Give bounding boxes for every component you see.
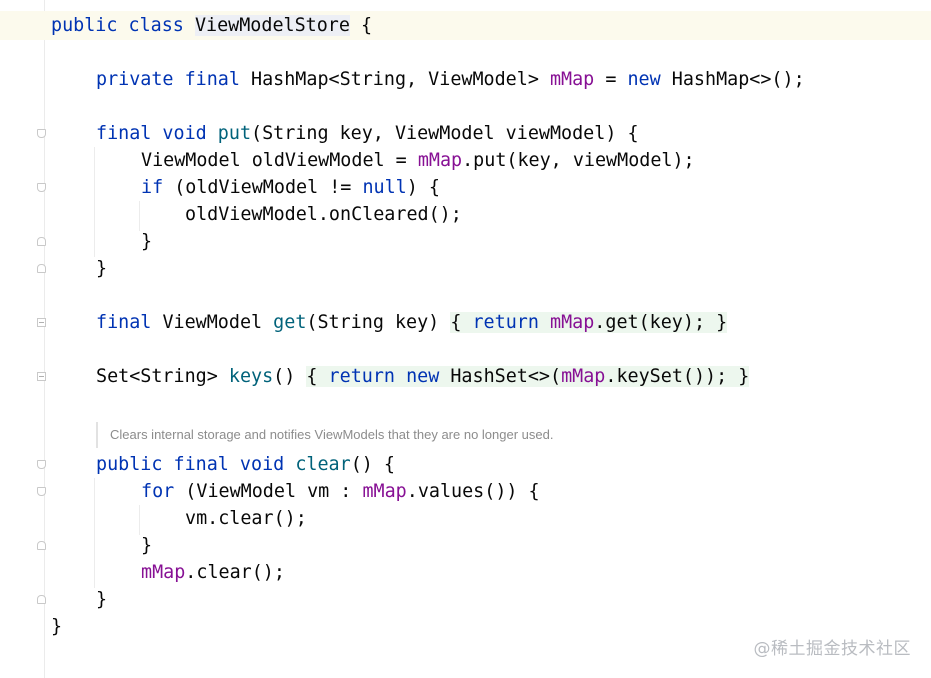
code-text: } (96, 589, 108, 610)
code-text: { (450, 312, 473, 333)
fold-expand-marker[interactable] (37, 318, 46, 327)
code-text: } (51, 616, 63, 637)
code-text: .put(key, viewModel); (462, 150, 695, 171)
code-text: (String key, ViewModel viewModel) { (251, 123, 639, 144)
code-line-14[interactable]: } (141, 532, 152, 559)
field-name: mMap (417, 150, 463, 171)
code-line-12[interactable]: for (ViewModel vm : mMap.values()) { (141, 478, 540, 505)
code-text: () { (350, 454, 395, 475)
code-line-17[interactable]: } (51, 613, 62, 640)
fold-marker[interactable] (37, 460, 46, 469)
code-text: Set<String> (96, 366, 229, 387)
indent-guide (94, 478, 95, 588)
code-line-6[interactable]: oldViewModel.onCleared(); (185, 201, 462, 228)
code-line-4[interactable]: ViewModel oldViewModel = mMap.put(key, v… (141, 147, 695, 174)
code-text: (String key) (306, 312, 451, 333)
code-line-15[interactable]: mMap.clear(); (141, 559, 285, 586)
code-line-1[interactable]: public class ViewModelStore { (51, 12, 372, 39)
field-name: mMap (362, 481, 407, 502)
code-line-5[interactable]: if (oldViewModel != null) { (141, 174, 440, 201)
code-text: oldViewModel.onCleared(); (185, 204, 462, 225)
fold-marker[interactable] (37, 541, 46, 550)
code-text: (ViewModel vm : (185, 481, 363, 502)
code-text: { (306, 366, 329, 387)
keyword: return (328, 366, 407, 387)
fold-marker[interactable] (37, 264, 46, 273)
editor-gutter (0, 0, 45, 678)
fold-marker[interactable] (37, 129, 46, 138)
method-name: keys (228, 366, 274, 387)
watermark: @稀土掘金技术社区 (753, 639, 911, 659)
field-name: mMap (141, 562, 186, 583)
code-line-2[interactable]: private final HashMap<String, ViewModel>… (96, 66, 805, 93)
method-name: put (217, 123, 252, 144)
field-name: mMap (549, 69, 595, 90)
code-text: ViewModel oldViewModel = (141, 150, 418, 171)
fold-marker[interactable] (37, 487, 46, 496)
code-text: ViewModel (162, 312, 274, 333)
keyword: final void (96, 123, 218, 144)
code-line-10[interactable]: Set<String> keys() { return new HashSet<… (96, 363, 750, 390)
code-text: } (96, 258, 108, 279)
folded-region: { return mMap.get(key); } (450, 312, 728, 333)
keyword: if (141, 177, 175, 198)
code-line-9[interactable]: final ViewModel get(String key) { return… (96, 309, 728, 336)
code-text: .values()) { (406, 481, 540, 502)
current-line-highlight (0, 11, 931, 40)
keyword: new (627, 69, 672, 90)
code-text: } (738, 366, 750, 387)
method-name: get (273, 312, 307, 333)
code-text: HashMap<String, ViewModel> (251, 69, 550, 90)
indent-guide (94, 147, 95, 257)
fold-expand-marker[interactable] (37, 372, 46, 381)
code-text: .keySet()); (605, 366, 739, 387)
code-line-7[interactable]: } (141, 228, 152, 255)
class-name: ViewModelStore (194, 15, 350, 36)
code-line-8[interactable]: } (96, 255, 107, 282)
code-line-16[interactable]: } (96, 586, 107, 613)
keyword: return (472, 312, 550, 333)
code-text: .get(key); (594, 312, 717, 333)
fold-marker[interactable] (37, 237, 46, 246)
code-text: } (716, 312, 728, 333)
code-text: .clear(); (185, 562, 285, 583)
keyword: public final void (96, 454, 296, 475)
code-line-11[interactable]: public final void clear() { (96, 451, 395, 478)
keyword: null (362, 177, 407, 198)
code-text: ) { (406, 177, 440, 198)
code-line-3[interactable]: final void put(String key, ViewModel vie… (96, 120, 639, 147)
keyword: private final (96, 69, 252, 90)
method-name: clear (295, 454, 351, 475)
code-text: { (349, 15, 373, 36)
rendered-doc-comment: Clears internal storage and notifies Vie… (96, 422, 553, 448)
fold-marker[interactable] (37, 595, 46, 604)
code-text: } (141, 535, 153, 556)
keyword: final (96, 312, 163, 333)
code-line-13[interactable]: vm.clear(); (185, 505, 307, 532)
code-text: (oldViewModel != (174, 177, 363, 198)
code-text: () (273, 366, 307, 387)
code-text: HashSet<>( (450, 366, 562, 387)
field-name: mMap (561, 366, 606, 387)
indent-guide (139, 201, 140, 231)
folded-region: { return new HashSet<>(mMap.keySet()); } (306, 366, 750, 387)
code-text: } (141, 231, 153, 252)
code-text: HashMap<>(); (671, 69, 805, 90)
keyword: for (141, 481, 186, 502)
code-text: = (594, 69, 628, 90)
indent-guide (139, 505, 140, 535)
field-name: mMap (550, 312, 595, 333)
keyword: new (406, 366, 451, 387)
keyword: public class (51, 15, 195, 36)
fold-marker[interactable] (37, 183, 46, 192)
code-text: vm.clear(); (185, 508, 307, 529)
